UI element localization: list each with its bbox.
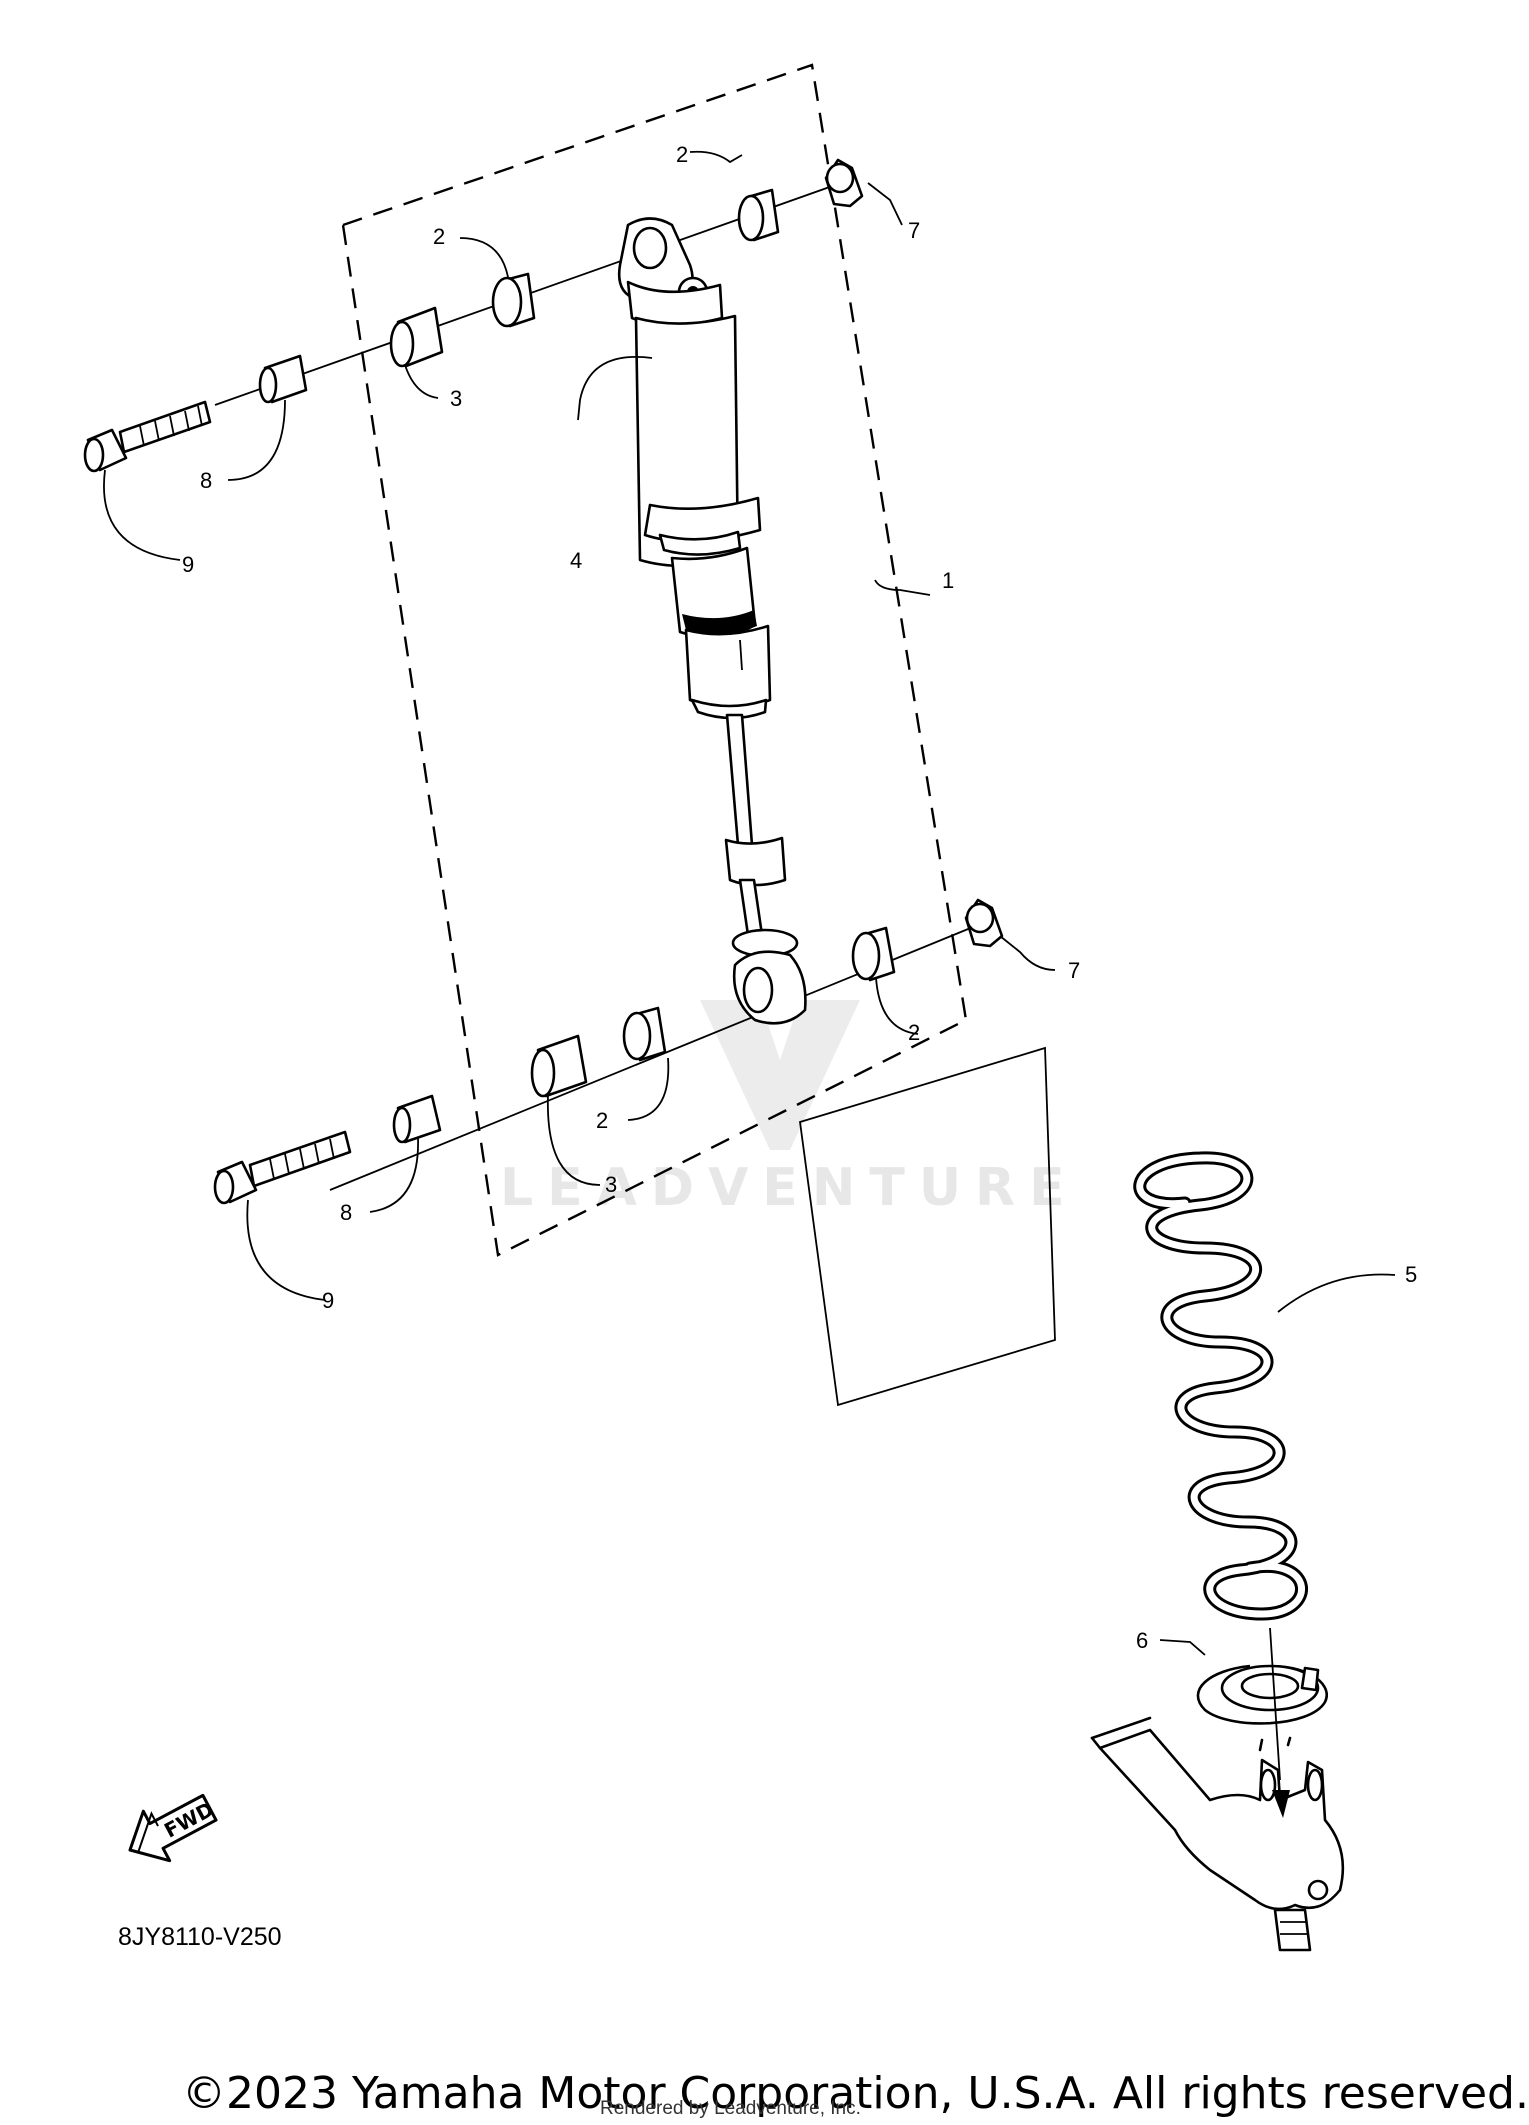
callout-2-upper-left: 2 [433,224,445,249]
spring-relation-outline [799,1046,1056,1407]
callout-9-upper: 9 [182,552,194,577]
callout-numbers: 1 2 2 2 2 3 3 4 5 6 7 7 8 8 9 9 [182,142,1417,1653]
shock-absorber [617,217,807,1025]
callout-5: 5 [1405,1262,1417,1287]
watermark-text: LEADVENTURE [500,1158,1079,1218]
callout-2-lower-left: 2 [596,1108,608,1133]
shock-assembly-outline [341,63,968,1257]
collar-upper [389,306,444,368]
bushing-lower-left [622,1006,667,1062]
flange-nut-upper [824,158,864,208]
callout-7-lower: 7 [1068,958,1080,983]
watermark: LEADVENTURE [500,1000,1079,1218]
copyright-notice: ©2023 Yamaha Motor Corporation, U.S.A. A… [182,2068,1529,2119]
callout-1: 1 [942,568,954,593]
callout-2-upper-right: 2 [676,142,688,167]
callout-3-lower: 3 [605,1172,617,1197]
callout-7-upper: 7 [908,218,920,243]
bolt-upper [83,400,212,473]
coil-spring [1133,1151,1308,1621]
down-arrow-icon [1272,1790,1290,1818]
callout-8-lower: 8 [340,1200,352,1225]
bushing-upper-right [737,188,780,242]
bushing-lower-right [851,926,896,982]
fwd-arrow-icon: FWD [128,1793,218,1863]
callout-9-lower: 9 [322,1288,334,1313]
callout-3-upper: 3 [450,386,462,411]
callout-8-upper: 8 [200,468,212,493]
callout-6: 6 [1136,1628,1148,1653]
bolt-lower [213,1130,352,1205]
bushing-upper-left [491,272,536,328]
spacer-lower [392,1094,442,1144]
collar-lower [530,1034,588,1098]
lower-arm [1090,1716,1345,1952]
diagram-code: 8JY8110-V250 [118,1923,282,1951]
seat-alignment-line [1269,1627,1281,1781]
callout-2-lower-right: 2 [908,1020,920,1045]
flange-nut-lower [964,898,1004,948]
spacer-upper [258,354,308,404]
spring-seat [1196,1664,1328,1725]
leader-lines [103,150,1396,1656]
rendered-by-notice: Rendered by Leadventure, Inc. [600,2098,861,2119]
callout-4: 4 [570,548,582,573]
